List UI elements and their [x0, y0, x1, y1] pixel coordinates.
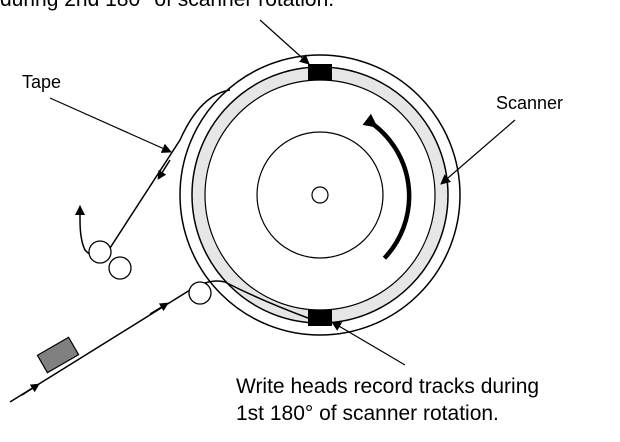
tape-label: Tape: [22, 72, 61, 92]
erase-head-icon: [36, 336, 80, 374]
top-head-pointer-arrow: [259, 19, 310, 65]
bottom-caption-line2: 1st 180° of scanner rotation.: [236, 402, 499, 425]
tape-direction-arrow: [21, 383, 40, 396]
bottom-head-pointer-arrow: [331, 321, 406, 366]
bottom-caption-line1: Write heads record tracks during: [236, 375, 539, 398]
tape-wrap-circle: [179, 54, 461, 336]
scanner-label: Scanner: [496, 93, 563, 113]
top-caption: during 2nd 180° of scanner rotation.: [0, 0, 334, 11]
head-block-icon: [308, 64, 332, 80]
guide-roller: [88, 240, 112, 264]
tape-pointer-arrow: [49, 97, 172, 153]
tape-direction-arrow: [157, 159, 171, 180]
guide-roller: [108, 256, 132, 280]
drum-spindle: [311, 186, 329, 204]
drum-hub-ring: [256, 131, 384, 259]
guide-roller: [188, 281, 212, 305]
rotation-arrow-icon: [362, 113, 412, 260]
tape-direction-arrow: [149, 302, 169, 315]
scanner-drum: [179, 54, 461, 336]
head-block-icon: [308, 310, 332, 326]
scanner-pointer-arrow: [440, 119, 516, 185]
